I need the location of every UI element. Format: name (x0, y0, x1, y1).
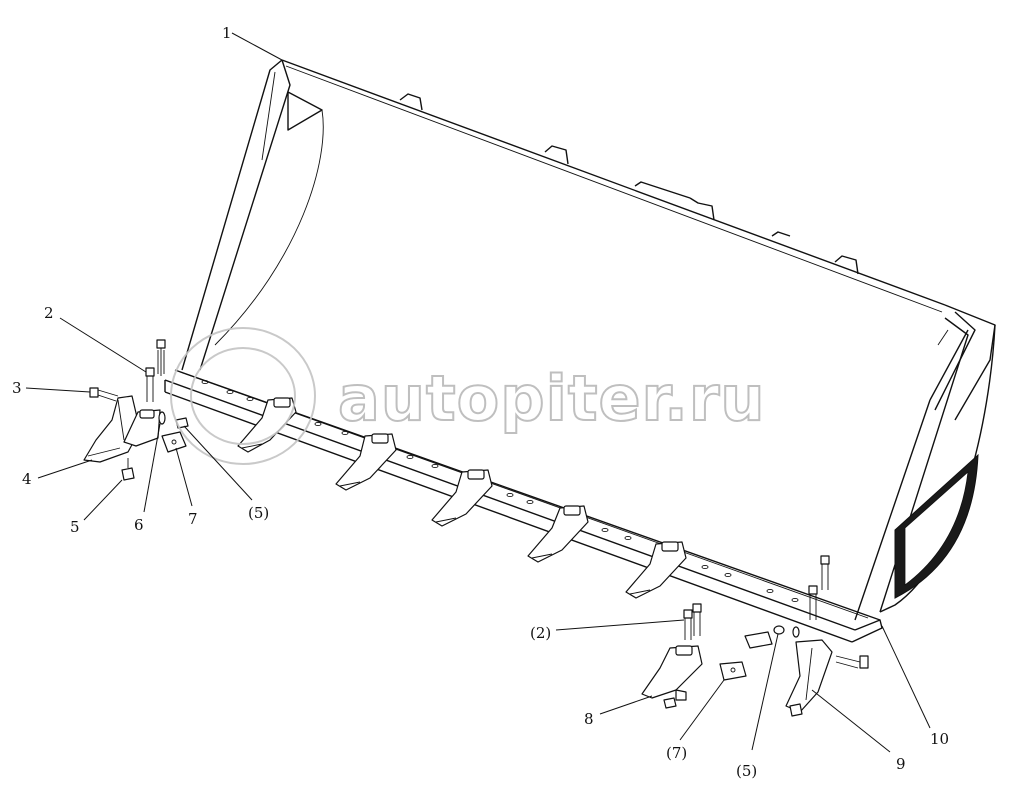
plate-7 (161, 431, 187, 453)
bolt-2p-a (692, 603, 702, 636)
right-exploded-assembly (641, 555, 869, 717)
callout-10: 10 (930, 730, 949, 748)
tooth-adapter-left (123, 409, 161, 447)
callout-9: 9 (896, 755, 906, 773)
callout-8: 8 (584, 710, 594, 728)
bolt-horizontal-right (835, 655, 869, 669)
bolt-2-b (145, 367, 155, 402)
callout-6: 6 (134, 516, 144, 534)
callout-5q: (5) (736, 762, 757, 780)
watermark-text: autopiter.ru (338, 362, 766, 435)
callout-2: 2 (44, 304, 54, 322)
corner-tooth-9 (785, 639, 833, 717)
watermark: autopiter.ru (170, 327, 766, 465)
watermark-logo-inner (190, 347, 296, 445)
bucket-body (164, 59, 996, 643)
tooth-mounted-3 (431, 469, 493, 527)
callout-5: 5 (70, 518, 80, 536)
callout-1: 1 (222, 24, 232, 42)
callout-5p: (5) (248, 504, 269, 522)
callout-7p: (7) (666, 744, 687, 762)
plate-7-paren (719, 631, 773, 681)
bolt-2p-b (683, 609, 693, 640)
callout-4: 4 (22, 470, 32, 488)
tooth-mounted-4 (527, 505, 589, 563)
watermark-logo-outer (170, 327, 316, 465)
tooth-mounted-5 (625, 541, 687, 599)
tooth-mounted-1 (237, 397, 297, 453)
callout-7: 7 (188, 510, 198, 528)
bolt-right-upper (820, 555, 830, 590)
bucket-teeth (237, 397, 687, 599)
tooth-8 (641, 645, 703, 709)
leader-lines (25, 32, 931, 753)
callouts: 1 2 3 4 5 6 7 (5) (2) 8 (7) (5) 9 10 (12, 24, 949, 780)
nut-5-paren-right (773, 625, 800, 638)
washer-6 (158, 411, 166, 425)
callout-2p: (2) (530, 624, 551, 642)
callout-3: 3 (12, 379, 22, 397)
tooth-mounted-2 (335, 433, 397, 491)
bolt-right-lower (808, 585, 818, 620)
lip-bolt-holes (201, 379, 799, 603)
nut-5 (121, 458, 135, 481)
bolt-2-a (156, 339, 166, 376)
corner-tooth-4 (83, 395, 141, 463)
bolt-3 (89, 387, 119, 402)
